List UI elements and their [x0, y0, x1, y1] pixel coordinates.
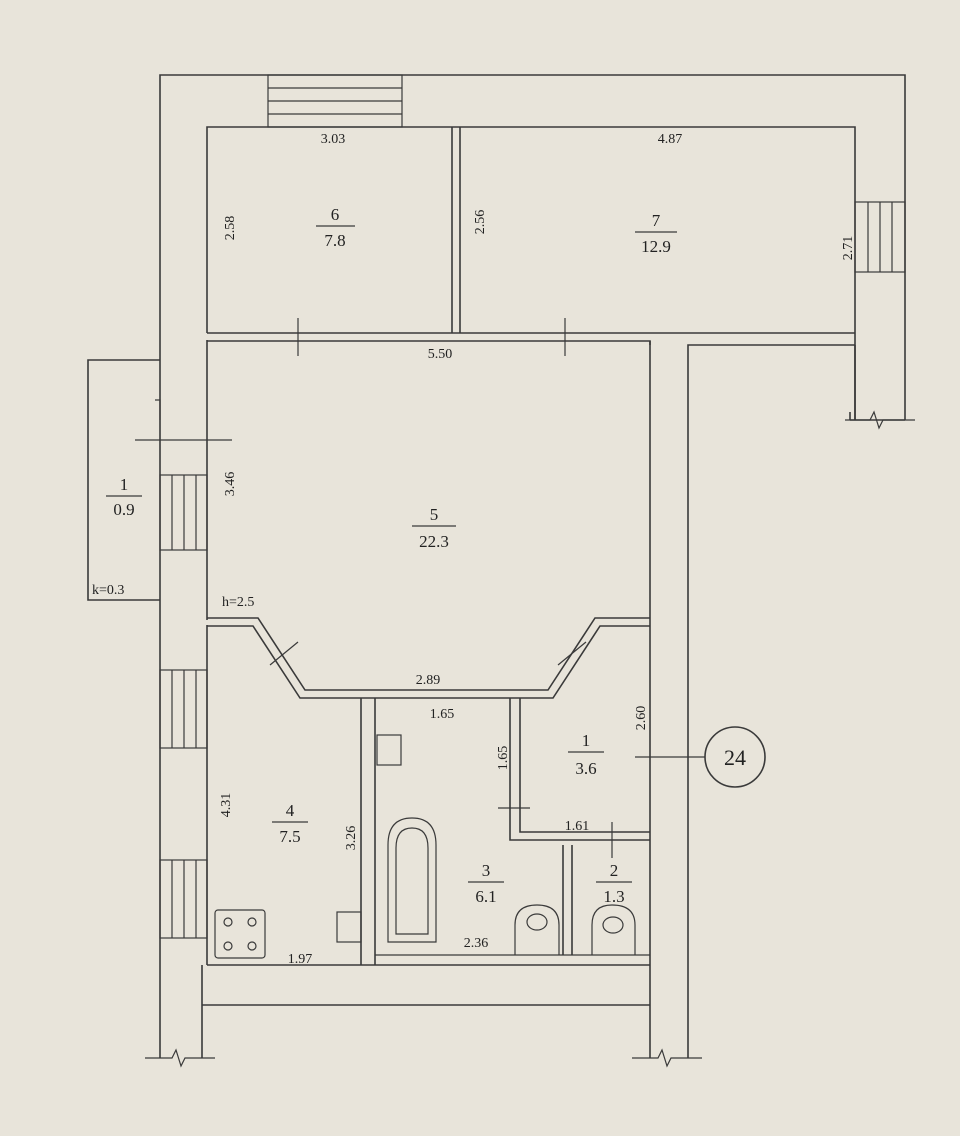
- ceiling-height-note: h=2.5: [222, 595, 254, 610]
- room-number: 1: [120, 475, 129, 494]
- dimension: 2.58: [223, 216, 238, 241]
- dimension: 2.56: [473, 210, 488, 235]
- stove-icon: [214, 909, 266, 959]
- room-number: 2: [610, 861, 619, 880]
- room-area: 22.3: [419, 532, 449, 551]
- break-marks: [145, 410, 915, 1068]
- room-area: 12.9: [641, 237, 671, 256]
- room-area: 6.1: [475, 887, 496, 906]
- sink-icon: [336, 734, 402, 943]
- dimension: 4.31: [219, 793, 234, 818]
- dimension: 1.65: [496, 746, 511, 771]
- balcony: [87, 359, 232, 601]
- room-number: 7: [652, 211, 661, 230]
- dimension: 3.26: [344, 826, 359, 851]
- dimension: 1.61: [565, 819, 590, 834]
- dimension: 2.71: [841, 236, 856, 261]
- room-2-label: 2 1.3: [596, 861, 632, 906]
- room-number: 3: [482, 861, 491, 880]
- dimension: 4.87: [658, 132, 683, 147]
- room-4-label: 4 7.5: [272, 801, 308, 846]
- windows: [159, 74, 906, 939]
- dimension-labels: 3.03 4.87 2.58 2.56 2.71 5.50 3.46 2.89 …: [219, 132, 856, 967]
- dimension: 3.46: [223, 472, 238, 497]
- dimension: 2.89: [416, 673, 441, 688]
- room-area: 7.8: [324, 231, 345, 250]
- room-7-label: 7 12.9: [635, 211, 677, 256]
- dimension: 2.36: [464, 936, 489, 951]
- dimension: 2.60: [634, 706, 649, 731]
- door-marks: [269, 318, 613, 858]
- room-5-label: 5 22.3: [412, 505, 456, 551]
- room-area: 0.9: [113, 500, 134, 519]
- room-3-label: 3 6.1: [468, 861, 504, 906]
- room-number: 1: [582, 731, 591, 750]
- room-area: 7.5: [279, 827, 300, 846]
- dimension: 5.50: [428, 347, 453, 362]
- toilet-icon: [514, 904, 636, 955]
- room-area: 3.6: [575, 759, 596, 778]
- walls: [159, 74, 906, 1058]
- hall-label: 1 3.6: [568, 731, 604, 778]
- apartment-number-badge: 24: [635, 726, 766, 788]
- dimension: 1.65: [430, 707, 455, 722]
- room-area: 1.3: [603, 887, 624, 906]
- balcony-coefficient-note: k=0.3: [92, 583, 124, 598]
- dimension: 1.97: [288, 952, 313, 967]
- room-6-label: 6 7.8: [316, 205, 355, 250]
- balcony-label: 1 0.9: [106, 475, 142, 519]
- apartment-number: 24: [724, 745, 746, 770]
- room-number: 5: [430, 505, 439, 524]
- room-number: 6: [331, 205, 340, 224]
- dimension: 3.03: [321, 132, 346, 147]
- bathtub-icon: [387, 817, 437, 943]
- room-number: 4: [286, 801, 295, 820]
- room-labels: 6 7.8 7 12.9 5 22.3 1 0.9 4 7.5 3 6.1: [106, 205, 677, 906]
